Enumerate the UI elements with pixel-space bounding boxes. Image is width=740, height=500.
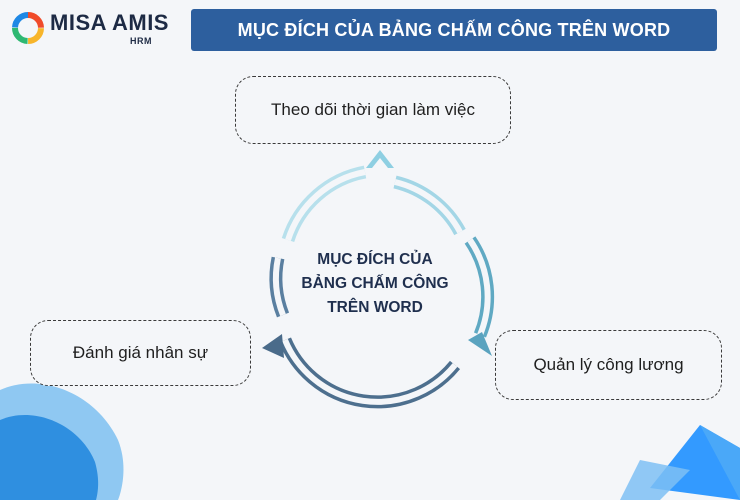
center-line-3: TRÊN WORD — [327, 299, 423, 316]
logo-ring-icon — [12, 12, 44, 44]
center-line-1: MỤC ĐÍCH CỦA — [317, 251, 433, 268]
logo-sub: HRM — [130, 36, 152, 46]
center-label: MỤC ĐÍCH CỦA BẢNG CHẤM CÔNG TRÊN WORD — [290, 248, 460, 320]
node-payroll-management-label: Quản lý công lương — [533, 355, 684, 374]
arrow-left-icon — [262, 334, 284, 358]
corner-triangle-small — [620, 460, 690, 500]
arc-top — [281, 165, 466, 243]
arc-bottom — [278, 337, 461, 409]
corner-triangle-back — [700, 425, 740, 500]
arc-right — [464, 236, 495, 338]
logo: MISA AMIS HRM — [10, 8, 170, 52]
arc-left — [269, 256, 290, 318]
title-banner: MỤC ĐÍCH CỦA BẢNG CHẤM CÔNG TRÊN WORD — [191, 9, 717, 51]
center-line-2: BẢNG CHẤM CÔNG — [301, 275, 449, 292]
arrow-right-icon — [468, 332, 492, 356]
corner-wave-dark — [0, 414, 99, 500]
node-payroll-management: Quản lý công lương — [495, 330, 722, 400]
node-time-tracking-label: Theo dõi thời gian làm việc — [271, 100, 475, 119]
page-title: MỤC ĐÍCH CỦA BẢNG CHẤM CÔNG TRÊN WORD — [237, 19, 671, 40]
node-hr-evaluation-label: Đánh giá nhân sự — [72, 343, 209, 362]
node-time-tracking: Theo dõi thời gian làm việc — [235, 76, 511, 144]
node-hr-evaluation: Đánh giá nhân sự — [30, 320, 251, 386]
logo-brand: MISA AMIS — [50, 10, 169, 35]
